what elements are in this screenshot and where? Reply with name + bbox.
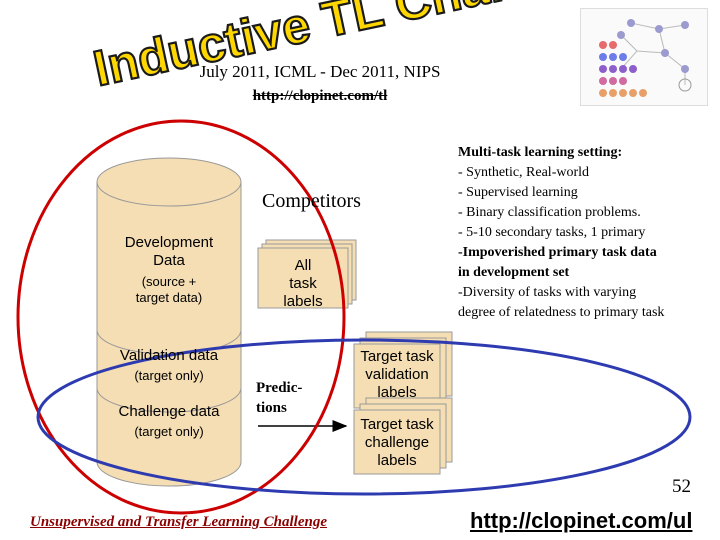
blue-ellipse [36, 338, 692, 496]
setting-line: - Synthetic, Real-world [458, 165, 590, 180]
all-task-labels-stack [257, 239, 357, 309]
footer-url-link[interactable]: http://clopinet.com/ul [470, 508, 693, 533]
setting-line: in development set [458, 265, 570, 280]
development-title: Development [124, 234, 214, 251]
development-sub-label: (source + target data) [100, 274, 238, 306]
predictions-line: tions [256, 400, 287, 416]
top-url-link[interactable]: http://clopinet.com/tl [252, 88, 388, 104]
competitors-label: Competitors [262, 190, 361, 212]
card-line: labels [283, 293, 323, 310]
card-line: task [289, 275, 317, 292]
challenge-sub-label: (target only) [134, 424, 204, 439]
predictions-line: Predic- [256, 380, 303, 396]
card-line: challenge [364, 434, 430, 451]
setting-line: - 5-10 secondary tasks, 1 primary [458, 225, 646, 240]
setting-description: Multi-task learning setting: - Synthetic… [458, 143, 716, 323]
card-line: Target task [360, 416, 434, 433]
card-line: labels [377, 384, 417, 401]
red-ellipse [16, 119, 346, 515]
challenge-labels-text: Target task challenge labels [354, 416, 440, 470]
development-title-2: Data [153, 252, 185, 269]
setting-line: Multi-task learning setting: [458, 145, 623, 160]
card-line: Target task [360, 348, 434, 365]
development-sub: (source + [141, 274, 197, 289]
setting-line: degree of relatedness to primary task [458, 305, 665, 320]
challenge-data-label: Challenge data [118, 403, 220, 420]
network-thumbnail-image [580, 8, 708, 106]
validation-data-label: Validation data [119, 347, 219, 364]
setting-line: -Impoverished primary task data [458, 245, 657, 260]
data-cylinder [96, 157, 242, 487]
subtitle: July 2011, ICML - Dec 2011, NIPS [199, 62, 441, 81]
validation-labels-text: Target task validation labels [354, 348, 440, 402]
page-number: 52 [672, 476, 691, 497]
all-task-labels-text: All task labels [258, 257, 348, 311]
predictions-label: Predic- tions [256, 378, 302, 418]
development-data-label: Development Data [100, 234, 238, 270]
setting-line: - Binary classification problems. [458, 205, 641, 220]
card-line: validation [365, 366, 429, 383]
setting-line: - Supervised learning [458, 185, 578, 200]
title-graphic: Inductive TL Challenge [88, 0, 636, 98]
footer-challenge-link[interactable]: Unsupervised and Transfer Learning Chall… [30, 514, 327, 530]
card-line: All [294, 257, 312, 274]
card-line: labels [377, 452, 417, 469]
development-sub-2: target data) [135, 290, 203, 305]
challenge-labels-stack [353, 397, 453, 475]
validation-sub-label: (target only) [134, 368, 204, 383]
setting-line: -Diversity of tasks with varying [458, 285, 637, 300]
